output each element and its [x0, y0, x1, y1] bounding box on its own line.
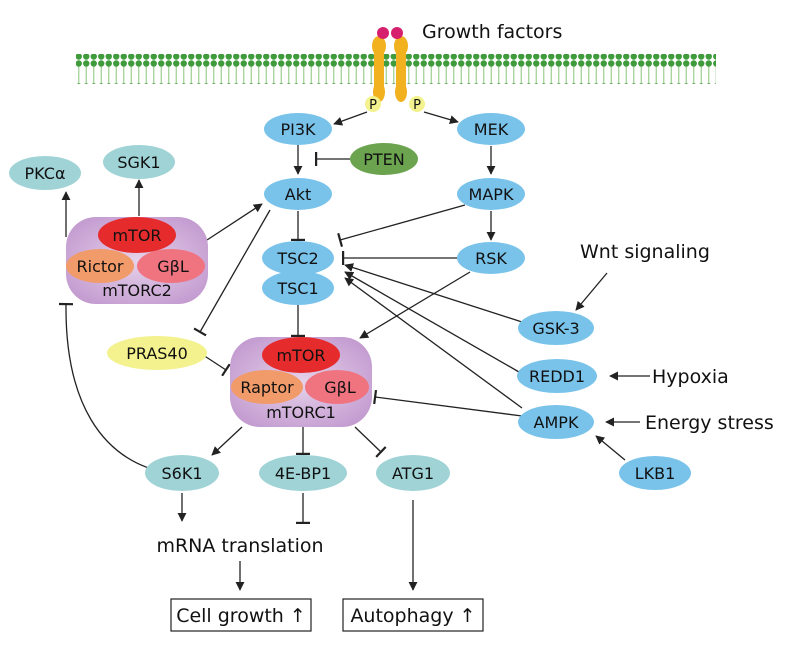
node-4ebp1: 4E-BP1 — [259, 455, 347, 491]
ligand-left — [377, 27, 389, 39]
rsk-label: RSK — [475, 249, 507, 268]
phosphate-left — [365, 96, 381, 112]
wnt-signaling-label: Wnt signaling — [580, 241, 710, 263]
mtorc1-gbl-label: GβL — [324, 378, 356, 397]
receptor — [372, 27, 408, 102]
node-rsk: RSK — [457, 242, 525, 274]
node-pten: PTEN — [350, 143, 418, 175]
node-lkb1: LKB1 — [619, 456, 691, 490]
mtorc1-mtor-label: mTOR — [276, 346, 325, 365]
ampk-label: AMPK — [534, 413, 579, 432]
gsk3-label: GSK-3 — [532, 319, 579, 338]
mtorc2-label: mTORC2 — [102, 281, 172, 300]
node-pi3k: PI3K — [264, 113, 332, 145]
mapk-label: MAPK — [469, 185, 514, 204]
atg1-label: ATG1 — [392, 464, 434, 483]
mtorc1-raptor-label: Raptor — [240, 378, 294, 397]
mtorc2-gbl-label: GβL — [157, 257, 189, 276]
node-mek: MEK — [457, 113, 525, 145]
pkca-label: PKCα — [25, 164, 66, 183]
akt-label: Akt — [285, 185, 311, 204]
lkb1-label: LKB1 — [635, 464, 676, 483]
phosphate-right-label: P — [413, 98, 421, 113]
node-gsk3: GSK-3 — [518, 311, 594, 345]
mtorc2-mtor-label: mTOR — [112, 226, 161, 245]
tsc2-label: TSC2 — [276, 249, 318, 268]
outcome-autophagy: Autophagy ↑ — [342, 598, 484, 632]
4ebp1-label: 4E-BP1 — [275, 464, 331, 483]
hypoxia-label: Hypoxia — [652, 366, 729, 388]
cell-growth-label: Cell growth ↑ — [176, 605, 306, 627]
pten-label: PTEN — [363, 150, 405, 169]
ligand-right — [391, 27, 403, 39]
growth-factors-label: Growth factors — [422, 21, 562, 43]
node-pkca: PKCα — [9, 156, 81, 190]
node-ampk: AMPK — [518, 405, 594, 439]
tsc1-label: TSC1 — [276, 279, 318, 298]
autophagy-label: Autophagy ↑ — [350, 605, 475, 627]
phosphate-right — [409, 96, 425, 112]
node-redd1: REDD1 — [517, 359, 597, 393]
complex-mtorc2: mTOR Rictor GβL mTORC2 — [66, 217, 208, 304]
mek-label: MEK — [474, 120, 509, 139]
pras40-label: PRAS40 — [126, 344, 188, 363]
sgk1-label: SGK1 — [117, 153, 160, 172]
node-akt: Akt — [264, 178, 332, 210]
node-sgk1: SGK1 — [103, 145, 175, 179]
redd1-label: REDD1 — [529, 367, 585, 386]
node-atg1: ATG1 — [376, 455, 450, 491]
node-mapk: MAPK — [457, 178, 525, 210]
mtorc2-rictor-label: Rictor — [77, 257, 124, 276]
complex-mtorc1: mTOR Raptor GβL mTORC1 — [230, 337, 372, 427]
mtorc1-label: mTORC1 — [266, 403, 336, 422]
pi3k-label: PI3K — [280, 120, 316, 139]
node-tsc-complex: TSC2 TSC1 — [262, 241, 334, 305]
mrna-translation-label: mRNA translation — [156, 535, 323, 557]
node-pras40: PRAS40 — [107, 336, 207, 370]
node-s6k1: S6K1 — [145, 455, 219, 491]
outcome-cell-growth: Cell growth ↑ — [170, 598, 312, 632]
phosphate-left-label: P — [369, 98, 377, 113]
energy-stress-label: Energy stress — [645, 412, 774, 434]
s6k1-label: S6K1 — [161, 464, 202, 483]
